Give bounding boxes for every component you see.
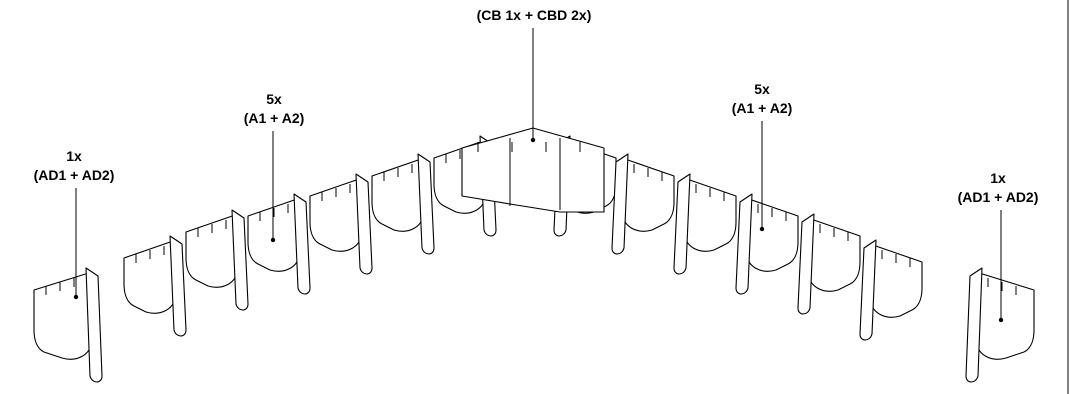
right-divider-piece xyxy=(735,193,799,295)
divider-fin xyxy=(169,235,187,337)
left-divider-piece xyxy=(33,267,103,383)
center-divider-piece xyxy=(461,127,605,213)
left-inner-parts-label: (A1 + A2) xyxy=(244,110,305,126)
divider-pad xyxy=(33,271,93,360)
right-divider-piece xyxy=(797,213,861,315)
leader-lines xyxy=(75,28,1002,318)
divider-fin xyxy=(231,209,249,311)
left-divider-piece xyxy=(123,235,187,337)
right-divider-piece xyxy=(965,267,1035,383)
right-divider-piece xyxy=(673,173,737,275)
left-inner-leader-dot xyxy=(270,237,276,243)
left-divider-piece xyxy=(309,173,373,275)
right-outer-leader-dot xyxy=(998,317,1004,323)
divider-pieces xyxy=(33,127,1035,383)
left-outer-parts-label: (AD1 + AD2) xyxy=(34,167,115,183)
left-divider-piece xyxy=(247,193,311,295)
divider-fin xyxy=(735,193,753,295)
right-inner-leader-dot xyxy=(759,226,765,232)
divider-fin xyxy=(673,173,691,275)
right-inner-parts-label: (A1 + A2) xyxy=(732,100,793,116)
divider-fin xyxy=(611,153,629,255)
center-pad xyxy=(461,127,605,213)
divider-fin xyxy=(797,213,815,315)
divider-fin xyxy=(355,173,373,275)
right-inner-count-label: 5x xyxy=(754,81,770,97)
top-leader-dot xyxy=(530,137,536,143)
left-divider-piece xyxy=(185,209,249,311)
divider-fin xyxy=(293,193,311,295)
left-outer-leader-dot xyxy=(73,294,79,300)
left-divider-piece xyxy=(371,153,435,255)
divider-fin xyxy=(85,267,103,383)
top-label: (CB 1x + CBD 2x) xyxy=(477,7,592,23)
divider-fin xyxy=(417,153,435,255)
divider-pad xyxy=(975,271,1035,360)
divider-fin xyxy=(859,239,877,341)
right-divider-piece xyxy=(611,153,675,255)
divider-fin xyxy=(965,267,983,383)
right-outer-parts-label: (AD1 + AD2) xyxy=(958,189,1039,205)
right-divider-piece xyxy=(859,239,923,341)
left-outer-count-label: 1x xyxy=(66,148,82,164)
left-inner-count-label: 5x xyxy=(266,91,282,107)
right-outer-count-label: 1x xyxy=(990,170,1006,186)
